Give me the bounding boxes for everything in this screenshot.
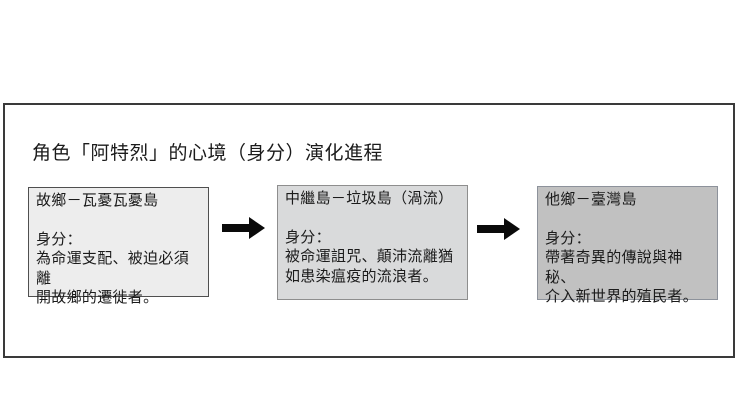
diagram-title: 角色「阿特烈」的心境（身分）演化進程 <box>32 143 384 164</box>
spacer <box>285 210 460 229</box>
stage-heading: 他鄉－臺灣島 <box>545 192 637 208</box>
identity-line: 為命運支配、被迫必須離 <box>36 251 190 287</box>
identity-label: 身分： <box>285 229 331 246</box>
arrow-right-icon <box>477 218 520 240</box>
identity-line: 如患染瘟疫的流浪者。 <box>285 268 439 285</box>
stage-heading: 中繼島－垃圾島（渦流） <box>285 191 454 207</box>
spacer <box>545 211 710 230</box>
spacer <box>36 212 201 231</box>
stage-box-homeland: 故鄉－瓦憂瓦憂島 身分： 為命運支配、被迫必須離 開故鄉的遷徙者。 <box>28 187 209 306</box>
identity-line: 開故鄉的遷徙者。 <box>36 290 159 306</box>
stage-box-foreign: 他鄉－臺灣島 身分： 帶著奇異的傳說與神秘、 介入新世界的殖民者。 <box>537 186 718 305</box>
identity-line: 被命運詛咒、顛沛流離猶 <box>285 249 454 265</box>
arrow-right-icon <box>222 217 265 239</box>
stage-heading: 故鄉－瓦憂瓦憂島 <box>36 193 159 209</box>
identity-line: 介入新世界的殖民者。 <box>545 289 699 305</box>
identity-line: 帶著奇異的傳說與神秘、 <box>545 250 683 286</box>
identity-label: 身分： <box>36 231 82 248</box>
slide-frame: 角色「阿特烈」的心境（身分）演化進程 故鄉－瓦憂瓦憂島 身分： 為命運支配、被迫… <box>3 103 735 358</box>
identity-label: 身分： <box>545 230 591 247</box>
stage-box-transit: 中繼島－垃圾島（渦流） 身分： 被命運詛咒、顛沛流離猶 如患染瘟疫的流浪者。 <box>277 185 468 300</box>
